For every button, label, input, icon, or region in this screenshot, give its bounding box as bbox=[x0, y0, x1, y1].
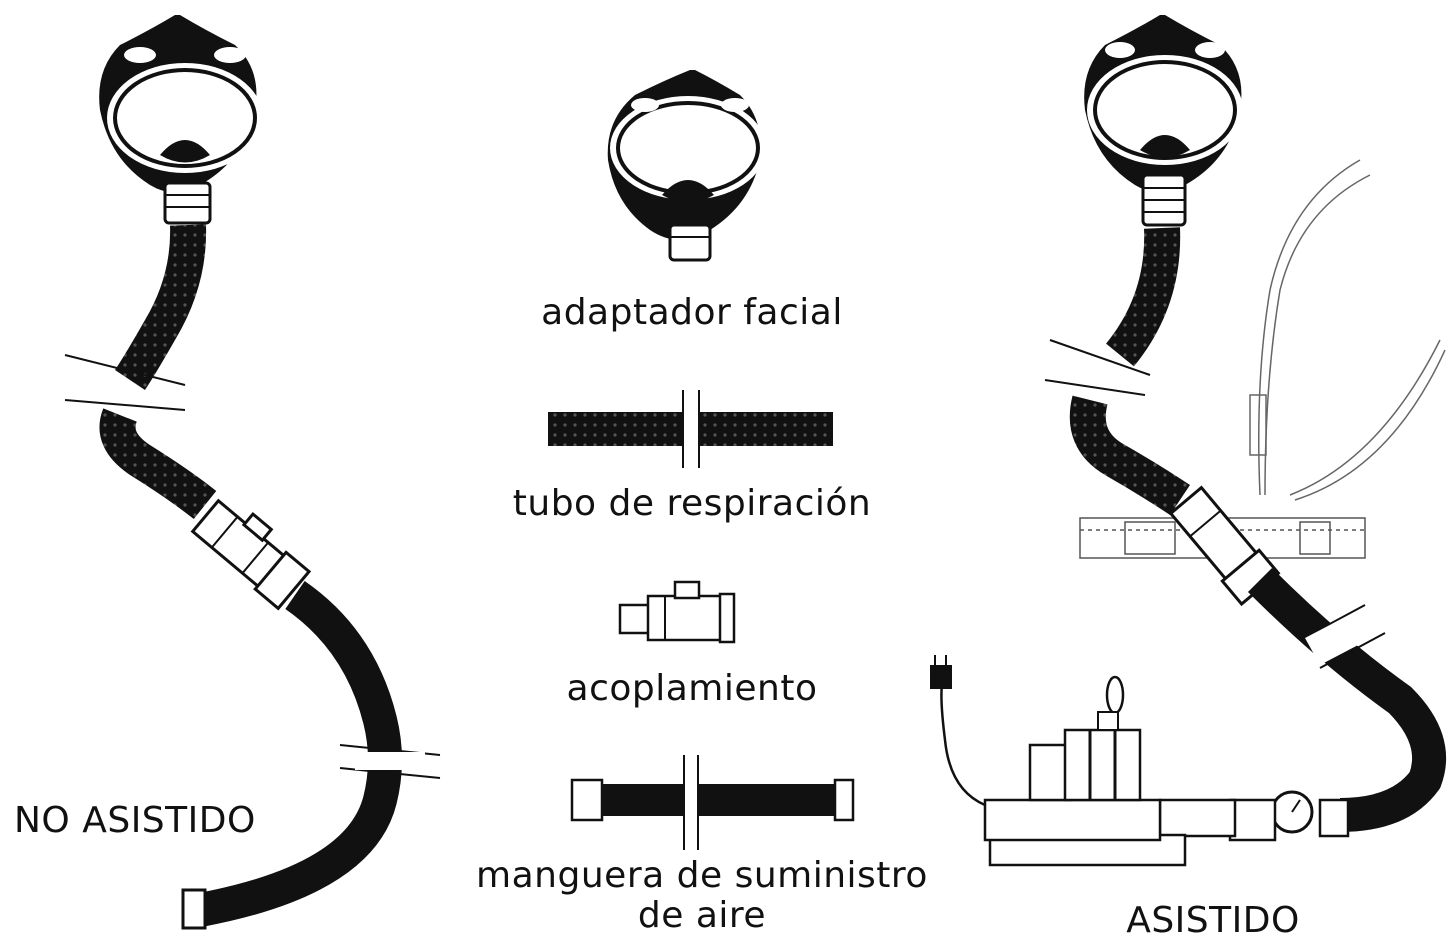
left-break-upper bbox=[64, 354, 186, 411]
right-assembly bbox=[930, 15, 1447, 867]
label-manguera-line2: de aire bbox=[637, 895, 767, 936]
left-break-lower bbox=[339, 744, 441, 779]
right-facemask bbox=[1084, 15, 1243, 227]
label-manguera-line1: manguera de suministro bbox=[476, 855, 928, 896]
label-no-asistido: NO ASISTIDO bbox=[14, 800, 256, 841]
center-coupling bbox=[618, 580, 736, 644]
right-break-lower bbox=[1299, 604, 1386, 669]
center-supply-hose bbox=[570, 755, 855, 850]
right-break-upper bbox=[1044, 339, 1151, 396]
label-tubo-respiracion: tubo de respiración bbox=[512, 483, 872, 524]
right-compressor bbox=[930, 655, 1187, 867]
label-adaptador-facial: adaptador facial bbox=[541, 292, 843, 333]
left-coupling bbox=[190, 498, 312, 611]
left-assembly bbox=[64, 15, 441, 930]
right-gauge bbox=[1158, 790, 1350, 842]
label-asistido: ASISTIDO bbox=[1126, 900, 1300, 941]
center-facemask bbox=[607, 70, 766, 262]
center-breathing-tube bbox=[548, 390, 833, 468]
label-acoplamiento: acoplamiento bbox=[566, 668, 818, 709]
left-facemask bbox=[99, 15, 263, 225]
right-airline bbox=[1249, 159, 1446, 501]
